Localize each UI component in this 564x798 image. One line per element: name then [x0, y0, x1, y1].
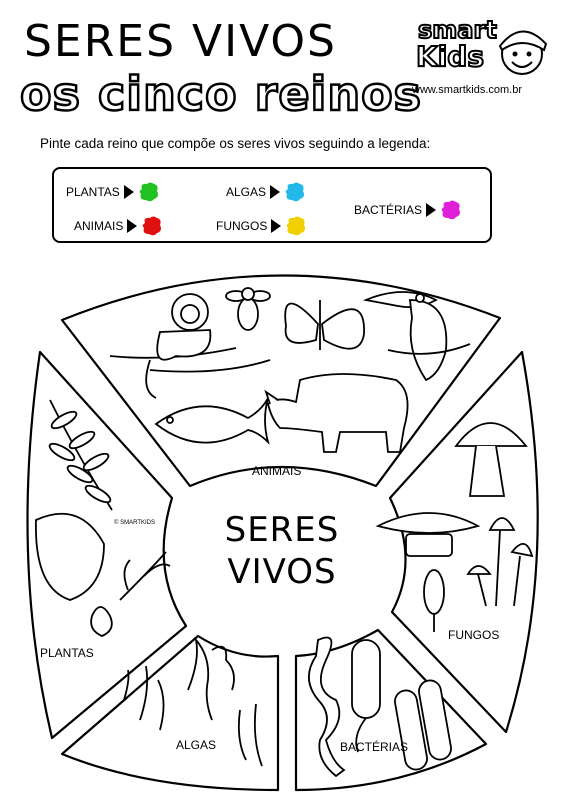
- paint-blob-icon: [287, 216, 306, 236]
- section-algas-outline: [60, 634, 280, 792]
- butterfly: [284, 300, 365, 350]
- flagellum: [355, 717, 367, 753]
- morel-mushroom: [423, 569, 445, 632]
- legend-label: PLANTAS: [66, 185, 120, 199]
- section-label-bacterias: BACTÉRIAS: [340, 740, 409, 754]
- rose-bud: [90, 606, 113, 637]
- animal-drawings: [109, 287, 471, 453]
- fish: [154, 397, 270, 446]
- kid-face-icon: [498, 30, 548, 75]
- fern-leaf: [48, 399, 113, 511]
- spiral-bacterium: [308, 636, 346, 778]
- legend-label: FUNGOS: [216, 219, 268, 233]
- fly: [225, 287, 271, 331]
- legend-item-fungos: FUNGOS: [216, 215, 307, 237]
- section-fungos-outline: [388, 350, 539, 734]
- rhinoceros: [264, 373, 409, 453]
- plant-drawings: [35, 399, 171, 637]
- color-legend: PLANTAS ALGAS BACTÉRIAS ANIMAIS FUNGOS: [52, 167, 492, 243]
- page-title-line1: SERES VIVOS: [24, 16, 337, 67]
- arrow-right-icon: [127, 219, 138, 233]
- arrow-right-icon: [426, 203, 437, 217]
- monstera-leaf: [35, 512, 105, 601]
- legend-label: ANIMAIS: [74, 219, 124, 233]
- bacteria-drawings: [308, 636, 452, 778]
- paint-blob-icon: [139, 182, 158, 202]
- paint-blob-icon: [441, 200, 461, 220]
- algae-1: [123, 665, 165, 731]
- toucan: [362, 291, 471, 382]
- flat-mushroom: [375, 512, 481, 557]
- legend-label: BACTÉRIAS: [354, 203, 423, 217]
- logo-text-kids: Kids: [416, 40, 484, 73]
- paint-blob-icon: [143, 216, 162, 236]
- center-title-line2: VIVOS: [227, 552, 337, 592]
- paint-blob-icon: [285, 182, 305, 202]
- algae-drawings: [123, 636, 263, 767]
- algae-2: [187, 636, 213, 721]
- legend-item-algas: ALGAS: [226, 181, 306, 203]
- section-label-algas: ALGAS: [176, 738, 217, 752]
- legend-item-animais: ANIMAIS: [74, 215, 163, 237]
- center-title-line1: SERES: [224, 510, 340, 550]
- website-url[interactable]: www.smartkids.com.br: [412, 84, 523, 96]
- tall-mushrooms: [466, 517, 534, 607]
- spotted-mushroom: [454, 422, 528, 497]
- rod-bacterium-3: [418, 679, 452, 761]
- section-animais-outline: [60, 274, 502, 488]
- legend-item-bacterias: BACTÉRIAS: [354, 199, 462, 221]
- rod-bacterium-2: [394, 689, 428, 771]
- logo-text-smart: smart: [418, 16, 497, 44]
- arrow-right-icon: [270, 185, 281, 199]
- section-label-fungos: FUNGOS: [448, 628, 500, 642]
- arrow-right-icon: [271, 219, 282, 233]
- algae-4: [237, 703, 263, 767]
- monkey: [145, 293, 212, 399]
- smartkids-logo: smart Kids: [415, 15, 548, 75]
- fungi-drawings: [375, 422, 534, 632]
- arrow-right-icon: [123, 185, 134, 199]
- section-label-plantas: PLANTAS: [40, 646, 94, 660]
- rod-bacterium: [351, 639, 381, 719]
- legend-item-plantas: PLANTAS: [66, 181, 160, 203]
- section-label-animais: ANIMAIS: [252, 464, 302, 478]
- algae-3: [211, 645, 235, 691]
- legend-label: ALGAS: [226, 185, 267, 199]
- instruction-text: Pinte cada reino que compõe os seres viv…: [40, 136, 431, 151]
- copyright-notice: © SMARTKIDS: [114, 520, 155, 526]
- section-plantas-outline: [26, 350, 188, 740]
- page-title-line2: os cinco reinos: [19, 66, 423, 123]
- small-leaf-branch: [119, 551, 171, 601]
